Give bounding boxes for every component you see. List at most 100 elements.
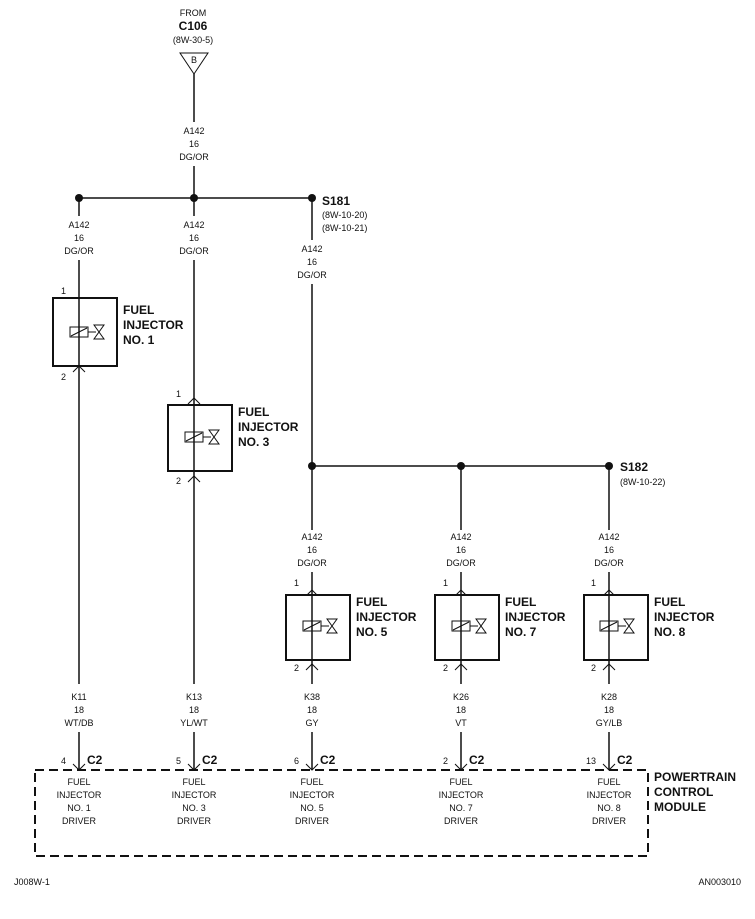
fuel-injector-3: 1 2 FUEL INJECTOR NO. 3: [167, 389, 299, 486]
pcm-driver-inj5: FUEL INJECTOR NO. 5 DRIVER: [290, 777, 335, 826]
splice-s181-label: S181 (8W-10-20) (8W-10-21): [322, 194, 367, 233]
svg-text:FUEL: FUEL: [356, 595, 387, 609]
svg-text:18: 18: [604, 705, 614, 715]
svg-text:DG/OR: DG/OR: [64, 246, 94, 256]
svg-text:1: 1: [61, 286, 66, 296]
svg-text:INJECTOR: INJECTOR: [654, 610, 715, 624]
svg-text:INJECTOR: INJECTOR: [587, 790, 632, 800]
svg-text:DG/OR: DG/OR: [179, 246, 209, 256]
svg-text:NO. 8: NO. 8: [597, 803, 621, 813]
svg-text:(8W-10-21): (8W-10-21): [322, 223, 367, 233]
svg-text:4: 4: [61, 756, 66, 766]
source-connector-ref: (8W-30-5): [173, 35, 213, 45]
pcm-pin-inj1: 4 C2: [61, 753, 103, 771]
svg-text:NO. 7: NO. 7: [449, 803, 473, 813]
svg-text:NO. 3: NO. 3: [182, 803, 206, 813]
svg-text:DRIVER: DRIVER: [62, 816, 97, 826]
pcm-box: [34, 769, 649, 857]
svg-text:C2: C2: [320, 753, 336, 767]
svg-text:FUEL: FUEL: [505, 595, 536, 609]
svg-text:NO. 1: NO. 1: [67, 803, 91, 813]
svg-text:16: 16: [74, 233, 84, 243]
pcm-driver-inj3: FUEL INJECTOR NO. 3 DRIVER: [172, 777, 217, 826]
svg-text:DG/OR: DG/OR: [297, 558, 327, 568]
svg-text:VT: VT: [455, 718, 467, 728]
svg-text:NO. 8: NO. 8: [654, 625, 686, 639]
svg-text:DG/OR: DG/OR: [594, 558, 624, 568]
svg-text:1: 1: [443, 578, 448, 588]
svg-text:18: 18: [74, 705, 84, 715]
svg-text:FUEL: FUEL: [182, 777, 205, 787]
splice-s182-label: S182 (8W-10-22): [620, 460, 665, 487]
svg-text:2: 2: [294, 663, 299, 673]
svg-text:GY/LB: GY/LB: [596, 718, 623, 728]
fuel-injector-1: 1 2 FUEL INJECTOR NO. 1: [52, 286, 184, 382]
wire-out-inj5: K38 18 GY: [304, 692, 320, 728]
svg-text:A142: A142: [450, 532, 471, 542]
svg-text:16: 16: [456, 545, 466, 555]
svg-text:A142: A142: [183, 220, 204, 230]
svg-text:18: 18: [307, 705, 317, 715]
pcm-driver-inj8: FUEL INJECTOR NO. 8 DRIVER: [587, 777, 632, 826]
svg-text:NO. 5: NO. 5: [356, 625, 388, 639]
svg-text:16: 16: [189, 139, 199, 149]
wire-out-inj7: K26 18 VT: [453, 692, 469, 728]
svg-text:2: 2: [443, 756, 448, 766]
footer-right-code: AN003010: [698, 877, 741, 887]
svg-text:5: 5: [176, 756, 181, 766]
svg-text:2: 2: [61, 372, 66, 382]
svg-text:INJECTOR: INJECTOR: [439, 790, 484, 800]
svg-text:18: 18: [456, 705, 466, 715]
svg-text:C2: C2: [202, 753, 218, 767]
svg-text:A142: A142: [598, 532, 619, 542]
wire-a142-s181: A142 16 DG/OR: [297, 244, 327, 280]
svg-text:DRIVER: DRIVER: [177, 816, 212, 826]
pcm-pin-inj3: 5 C2: [176, 753, 218, 771]
svg-text:NO. 1: NO. 1: [123, 333, 155, 347]
svg-text:INJECTOR: INJECTOR: [123, 318, 184, 332]
svg-text:(8W-10-22): (8W-10-22): [620, 477, 665, 487]
fuel-injector-5: 1 2 FUEL INJECTOR NO. 5: [285, 578, 417, 673]
svg-text:FUEL: FUEL: [597, 777, 620, 787]
svg-text:FUEL: FUEL: [449, 777, 472, 787]
svg-text:A142: A142: [301, 244, 322, 254]
svg-text:FUEL: FUEL: [300, 777, 323, 787]
pcm-title: POWERTRAIN CONTROL MODULE: [654, 770, 736, 814]
svg-text:1: 1: [176, 389, 181, 399]
svg-text:DG/OR: DG/OR: [297, 270, 327, 280]
pcm-driver-inj7: FUEL INJECTOR NO. 7 DRIVER: [439, 777, 484, 826]
svg-text:6: 6: [294, 756, 299, 766]
wire-a142-inj5: A142 16 DG/OR: [297, 532, 327, 568]
svg-text:FUEL: FUEL: [238, 405, 269, 419]
svg-text:16: 16: [307, 257, 317, 267]
svg-text:DG/OR: DG/OR: [446, 558, 476, 568]
svg-text:(8W-10-20): (8W-10-20): [322, 210, 367, 220]
wire-out-inj3: K13 18 YL/WT: [180, 692, 208, 728]
svg-text:NO. 7: NO. 7: [505, 625, 537, 639]
wire-out-inj1: K11 18 WT/DB: [65, 692, 94, 728]
svg-text:FUEL: FUEL: [67, 777, 90, 787]
svg-text:DRIVER: DRIVER: [444, 816, 479, 826]
svg-text:C2: C2: [617, 753, 633, 767]
wire-out-inj8: K28 18 GY/LB: [596, 692, 623, 728]
pcm-driver-inj1: FUEL INJECTOR NO. 1 DRIVER: [57, 777, 102, 826]
svg-text:18: 18: [189, 705, 199, 715]
pcm-pin-inj7: 2 C2: [443, 753, 485, 771]
trunk-wire-label: A142 16 DG/OR: [179, 126, 209, 162]
svg-text:YL/WT: YL/WT: [180, 718, 208, 728]
svg-text:INJECTOR: INJECTOR: [238, 420, 299, 434]
svg-text:INJECTOR: INJECTOR: [172, 790, 217, 800]
svg-text:DRIVER: DRIVER: [592, 816, 627, 826]
svg-text:FUEL: FUEL: [654, 595, 685, 609]
svg-text:K26: K26: [453, 692, 469, 702]
source-connector-name: C106: [179, 19, 208, 33]
svg-text:A142: A142: [183, 126, 204, 136]
svg-text:INJECTOR: INJECTOR: [57, 790, 102, 800]
svg-text:16: 16: [604, 545, 614, 555]
source-from-label: FROM: [180, 8, 207, 18]
svg-text:C2: C2: [469, 753, 485, 767]
svg-text:GY: GY: [305, 718, 318, 728]
pcm-pin-inj5: 6 C2: [294, 753, 336, 771]
svg-text:A142: A142: [301, 532, 322, 542]
